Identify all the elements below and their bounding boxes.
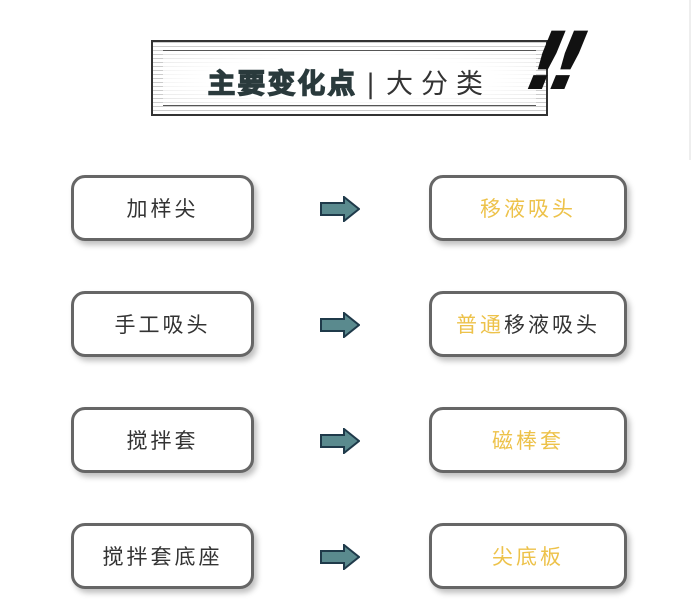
old-item-box: 搅拌套	[71, 407, 254, 473]
new-item-box: 磁棒套	[429, 407, 627, 473]
old-item-label: 手工吸头	[114, 313, 211, 337]
arrow-right-icon	[320, 544, 360, 570]
old-item-label: 搅拌套底座	[102, 545, 223, 569]
arrow-right-icon	[320, 196, 360, 222]
scrollbar[interactable]	[689, 0, 691, 160]
old-item-box: 手工吸头	[71, 291, 254, 357]
old-item-label: 加样尖	[126, 197, 199, 221]
new-item-highlight: 普通	[456, 313, 504, 337]
old-item-label: 搅拌套	[126, 429, 199, 453]
new-item-box: 普通移液吸头	[429, 291, 627, 357]
banner-subtitle: 大分类	[386, 69, 492, 100]
new-item-highlight: 移液吸头	[480, 197, 576, 221]
new-item-highlight: 磁棒套	[492, 429, 564, 453]
title-banner: 主要变化点|大分类	[151, 40, 548, 116]
new-item-box: 尖底板	[429, 523, 627, 589]
new-item-box: 移液吸头	[429, 175, 627, 241]
arrow-right-icon	[320, 428, 360, 454]
banner-title: 主要变化点	[207, 68, 358, 101]
exclamation-icon: !!	[518, 15, 583, 108]
new-item-label: 移液吸头	[504, 313, 600, 337]
old-item-box: 搅拌套底座	[71, 523, 254, 589]
new-item-highlight: 尖底板	[492, 545, 564, 569]
banner-separator: |	[365, 69, 379, 100]
old-item-box: 加样尖	[71, 175, 254, 241]
arrow-right-icon	[320, 312, 360, 338]
